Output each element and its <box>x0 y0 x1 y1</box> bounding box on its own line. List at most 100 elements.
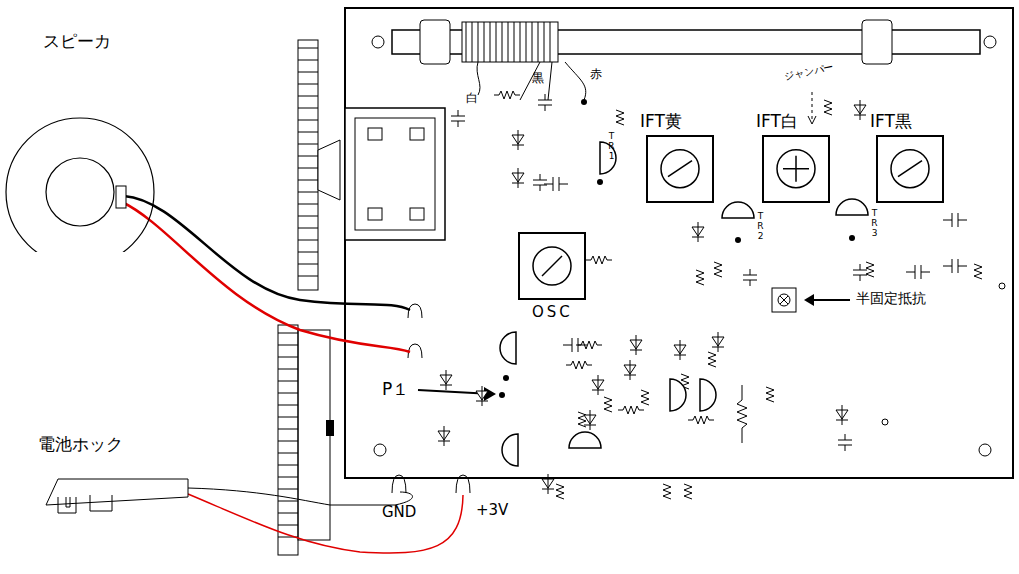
ladder-mark <box>298 240 318 241</box>
winding <box>520 22 521 62</box>
resistor-symbol <box>696 270 704 285</box>
transistor-symbol <box>722 202 754 218</box>
speaker-tab <box>116 186 126 208</box>
ift-coil: OSC <box>512 232 592 332</box>
diode-symbol <box>674 340 686 360</box>
rod-holder <box>862 20 892 64</box>
ladder-mark <box>298 120 318 121</box>
diode-symbol <box>476 386 488 406</box>
transistor-symbol <box>500 332 516 364</box>
resistor-symbol <box>663 484 671 499</box>
ladder-mark <box>298 252 318 253</box>
volume-strip <box>278 325 298 555</box>
capacitor-symbol <box>838 434 852 451</box>
ladder-mark <box>298 156 318 157</box>
battery-wire-red <box>188 494 463 553</box>
coil-lead <box>565 62 586 100</box>
resistor-symbol <box>618 406 644 414</box>
coil-windings <box>466 22 550 62</box>
resistor-symbol <box>566 361 592 369</box>
ladder-mark <box>298 72 318 73</box>
ift-coil: IFT黄 <box>640 112 720 204</box>
battery-wire-black <box>188 488 413 505</box>
winding <box>514 22 515 62</box>
semi-fixed-resistor <box>772 288 796 312</box>
wire-color-label: 赤 <box>590 68 602 81</box>
wire-color-label: 白 <box>466 92 478 105</box>
diode-symbol <box>592 375 604 395</box>
transistor-label: TR1 <box>607 132 616 162</box>
ladder-mark <box>278 429 298 430</box>
hole <box>999 283 1005 289</box>
winding <box>526 22 527 62</box>
diode-symbol <box>624 360 636 380</box>
winding <box>496 22 497 62</box>
winding <box>484 22 485 62</box>
ladder-mark <box>278 477 298 478</box>
ladder-mark <box>278 441 298 442</box>
ladder-mark <box>298 168 318 169</box>
ladder-mark <box>278 417 298 418</box>
volume-body <box>298 330 330 540</box>
transistor-symbol <box>569 432 601 448</box>
transistor-symbol <box>836 199 868 215</box>
winding <box>502 22 503 62</box>
part-label: OSC <box>532 304 573 321</box>
jumper-label: ジャンパー <box>783 61 834 82</box>
ladder-mark <box>298 48 318 49</box>
tuning-capacitor <box>345 108 445 240</box>
diode-symbol <box>438 426 450 446</box>
terminal <box>392 475 406 493</box>
ladder-mark <box>278 333 298 334</box>
speaker-wire-black <box>124 196 410 310</box>
ladder-mark <box>278 381 298 382</box>
coil-lead <box>477 62 480 95</box>
mount-hole <box>374 444 386 456</box>
ladder-mark <box>278 513 298 514</box>
transistor-symbol <box>670 379 686 411</box>
ladder-mark <box>298 216 318 217</box>
node-shape <box>5 32 165 252</box>
ladder-mark <box>298 60 318 61</box>
tab <box>368 128 382 140</box>
ladder-mark <box>278 357 298 358</box>
solder-pad <box>581 99 587 105</box>
battery-snap-body <box>46 479 188 505</box>
ladder-mark <box>278 465 298 466</box>
diode-symbol <box>854 100 866 120</box>
ladder-mark <box>298 204 318 205</box>
tuning-capacitor-inner <box>355 118 435 230</box>
ladder-mark <box>278 393 298 394</box>
trimmer-slot <box>780 296 788 304</box>
ladder-mark <box>278 501 298 502</box>
callout-label: 半固定抵抗 <box>856 291 926 306</box>
winding <box>478 22 479 62</box>
capacitor-symbol <box>743 269 757 286</box>
capacitor-symbol <box>533 174 547 191</box>
resistor-symbol <box>556 484 564 499</box>
resistor-symbol <box>766 387 774 402</box>
winding <box>544 22 545 62</box>
winding <box>550 22 551 62</box>
battery-snap-terminal <box>58 495 112 513</box>
solder-pad <box>499 392 505 398</box>
coil-lead <box>548 62 552 100</box>
leader-arrow <box>808 299 850 301</box>
part-label: 電池ホック <box>38 435 198 454</box>
capacitor-symbol <box>544 177 568 191</box>
resistor-symbol <box>641 390 649 405</box>
resistor-symbol <box>494 91 520 99</box>
tuning-shaft <box>318 140 340 200</box>
ladder-mark <box>298 84 318 85</box>
capacitor-symbol <box>853 264 867 281</box>
wire-color-label: 黒 <box>532 72 544 85</box>
part-label: IFT白 <box>756 112 836 131</box>
ladder-mark <box>278 489 298 490</box>
capacitor-symbol <box>563 338 587 352</box>
ladder-marks <box>298 48 318 276</box>
resistor-symbol <box>684 484 692 499</box>
capacitor-symbol <box>906 265 930 279</box>
transistor-label: TR2 <box>756 212 765 242</box>
ladder-mark <box>278 405 298 406</box>
ladder-mark <box>298 228 318 229</box>
